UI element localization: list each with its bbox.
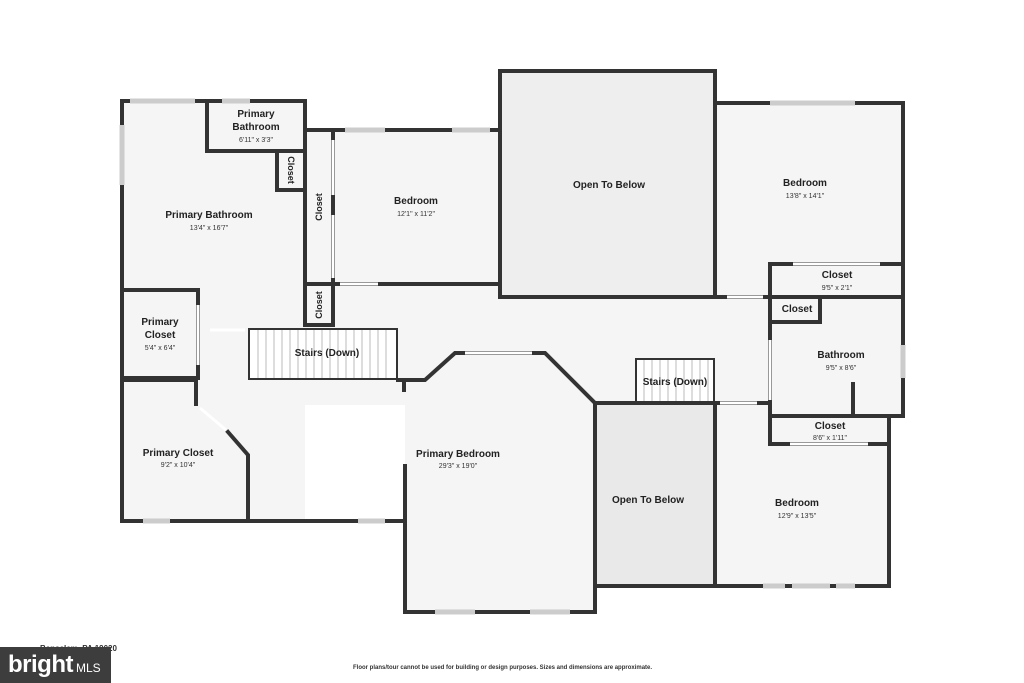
- closet-right-2-name: Closet: [782, 304, 813, 315]
- door-openings: [196, 140, 880, 446]
- primary-closet-2-dims: 9'2" x 10'4": [161, 462, 196, 469]
- primary-closet-1-name-2: Closet: [145, 330, 176, 341]
- open-to-below-1-fill: [501, 71, 714, 296]
- bathroom-name: Bathroom: [817, 350, 864, 361]
- primary-bathroom-small-dims: 6'11" x 3'3": [239, 137, 273, 144]
- bedroom-1-dims: 12'1" x 11'2": [397, 211, 435, 218]
- primary-closet-1-dims: 5'4" x 6'4": [145, 345, 176, 352]
- primary-bedroom-name: Primary Bedroom: [416, 449, 500, 460]
- open-to-below-2-fill: [596, 404, 714, 585]
- disclaimer-text: Floor plans/tour cannot be used for buil…: [353, 665, 653, 671]
- bedroom-3-name: Bedroom: [775, 498, 819, 509]
- floor-fills: [122, 101, 903, 612]
- open-to-below-2-name: Open To Below: [612, 495, 684, 506]
- primary-bathroom-small-name: Primary: [237, 109, 275, 120]
- stairs-2-name: Stairs (Down): [643, 377, 707, 388]
- logo-suffix: MLS: [75, 661, 101, 675]
- primary-bathroom-dims: 13'4" x 16'7": [190, 225, 229, 232]
- closet-right-1-name: Closet: [822, 270, 853, 281]
- logo-word: bright: [8, 651, 73, 678]
- primary-bedroom-dims: 29'3" x 19'0": [439, 463, 478, 470]
- closet-left-a-name: Closet: [314, 193, 324, 221]
- bright-mls-logo: bright MLS: [0, 647, 111, 683]
- bedroom-3-dims: 12'9" x 13'5": [778, 513, 817, 520]
- closet-right-3-dims: 8'6" x 1'11": [813, 435, 847, 442]
- closet-vertical-top-name: Closet: [286, 156, 296, 184]
- bedroom-2-name: Bedroom: [783, 178, 827, 189]
- stairs-1-name: Stairs (Down): [295, 348, 359, 359]
- closet-right-3-name: Closet: [815, 421, 846, 432]
- stairs-1: [248, 328, 398, 380]
- primary-bathroom-small-name-2: Bathroom: [232, 122, 279, 133]
- bedroom-1-name: Bedroom: [394, 196, 438, 207]
- closet-left-b-name: Closet: [314, 291, 324, 319]
- closet-right-1-dims: 9'5" x 2'1": [822, 285, 853, 292]
- primary-closet-2-name: Primary Closet: [143, 448, 214, 459]
- bathroom-dims: 9'5" x 8'6": [826, 365, 857, 372]
- primary-bathroom-name: Primary Bathroom: [165, 210, 252, 221]
- room-labels: Primary Bathroom 6'11" x 3'3" Closet Pri…: [141, 109, 864, 520]
- windows: [119, 98, 906, 615]
- primary-closet-1-name: Primary: [141, 317, 179, 328]
- open-to-below-1-name: Open To Below: [573, 180, 645, 191]
- bedroom-2-dims: 13'8" x 14'1": [786, 193, 825, 200]
